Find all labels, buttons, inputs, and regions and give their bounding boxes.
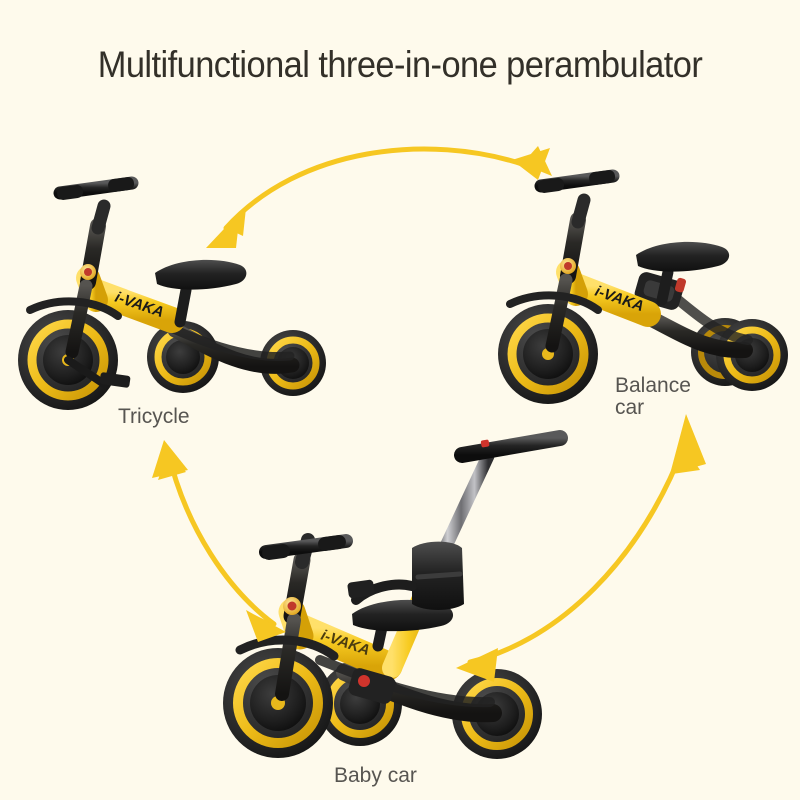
label-baby-car: Baby car: [334, 764, 417, 787]
product-tricycle: i-VAKA: [18, 176, 326, 410]
balance-car-front-fork: [545, 273, 573, 353]
page-title: Multifunctional three-in-one perambulato…: [97, 44, 703, 85]
baby-car-mid-wheel: [318, 662, 402, 746]
baby-car-front-fork: [275, 613, 301, 701]
baby-car-buckle: [347, 579, 375, 599]
tricycle-handlebar: [53, 176, 139, 200]
label-balance-car: Balance car: [615, 374, 691, 420]
push-handle-grip: [454, 430, 568, 463]
tricycle-seat: [155, 259, 247, 328]
baby-car-fender: [235, 635, 339, 661]
tricycle-frame-tube: [83, 279, 185, 333]
tricycle-fender: [26, 297, 122, 320]
balance-car-front-wheel: [498, 304, 598, 404]
balance-car-rear-arm: [642, 310, 753, 359]
baby-car-folding-hinge: [348, 668, 396, 704]
tricycle-pedal: [64, 356, 131, 388]
baby-car-seat-assembly: [347, 541, 464, 652]
balance-car-frame-tube: [563, 273, 661, 327]
product-balance-car: i-VAKA: [498, 169, 788, 404]
balance-car-seat: [636, 241, 730, 306]
baby-car-front-wheel: [223, 648, 333, 758]
balance-car-handlebar: [534, 169, 620, 193]
label-tricycle: Tricycle: [118, 405, 190, 428]
tricycle-front-fork: [65, 279, 93, 359]
baby-car-frame-tube: [285, 613, 403, 681]
balance-car-fender: [506, 291, 602, 314]
product-baby-car: i-VAKA: [223, 430, 568, 759]
